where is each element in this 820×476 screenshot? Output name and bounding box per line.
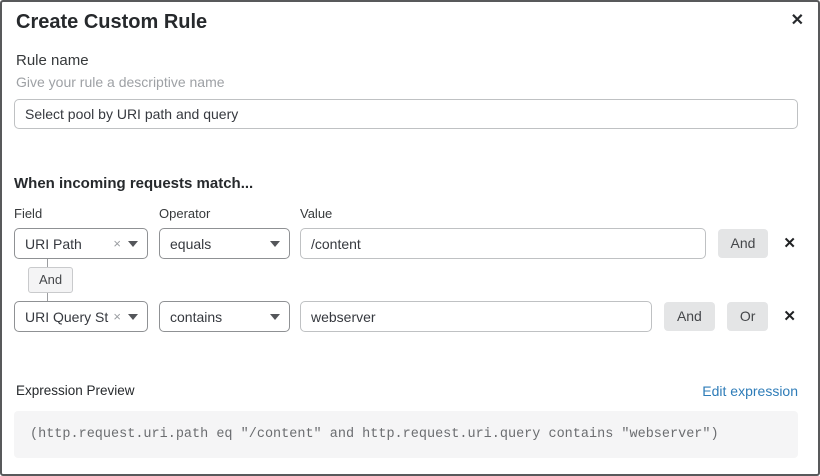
chevron-down-icon (270, 313, 280, 320)
delete-row-icon[interactable]: ✕ (783, 235, 796, 252)
close-icon[interactable]: ✕ (790, 12, 804, 29)
rule-name-input[interactable] (14, 99, 798, 129)
and-button[interactable]: And (717, 229, 769, 258)
chevron-down-icon (128, 240, 138, 247)
chevron-down-icon (128, 313, 138, 320)
rule-name-helper: Give your rule a descriptive name (16, 74, 225, 90)
field-select-value: URI Path (25, 235, 82, 252)
field-select[interactable]: URI Query St... × (14, 301, 148, 332)
or-button[interactable]: Or (726, 302, 769, 331)
operator-select-value: contains (170, 308, 223, 325)
operator-select[interactable]: contains (159, 301, 290, 332)
and-button[interactable]: And (663, 302, 715, 331)
rule-name-label: Rule name (16, 52, 89, 69)
value-input[interactable] (300, 228, 706, 259)
connector-and-badge: And (28, 267, 74, 293)
edit-expression-link[interactable]: Edit expression (702, 382, 798, 399)
value-input[interactable] (300, 301, 652, 332)
connector-line (47, 293, 48, 301)
condition-connector: And (14, 259, 798, 301)
condition-column-labels: Field Operator Value (14, 206, 798, 222)
operator-select-value: equals (170, 235, 212, 252)
expression-preview-header: Expression Preview Edit expression (14, 382, 798, 399)
page-title: Create Custom Rule (16, 11, 208, 33)
value-cell (300, 228, 706, 259)
value-column-label: Value (300, 206, 333, 221)
clear-icon[interactable]: × (113, 309, 121, 324)
expression-code: (http.request.uri.path eq "/content" and… (30, 427, 719, 442)
operator-column-label: Operator (159, 206, 211, 221)
field-select-value: URI Query St... (25, 308, 109, 325)
delete-row-icon[interactable]: ✕ (783, 308, 796, 325)
expression-preview-label: Expression Preview (16, 383, 135, 398)
chevron-down-icon (270, 240, 280, 247)
dialog-header: Create Custom Rule ✕ (14, 10, 804, 34)
condition-row: URI Path × equals And ✕ (14, 228, 798, 259)
field-select[interactable]: URI Path × (14, 228, 148, 259)
clear-icon[interactable]: × (113, 236, 121, 251)
field-column-label: Field (14, 206, 43, 221)
operator-select[interactable]: equals (159, 228, 290, 259)
connector-line (47, 259, 48, 267)
value-cell (300, 301, 652, 332)
expression-preview-code-block: (http.request.uri.path eq "/content" and… (14, 411, 798, 458)
condition-row: URI Query St... × contains And Or ✕ (14, 301, 798, 332)
match-heading: When incoming requests match... (14, 175, 254, 192)
